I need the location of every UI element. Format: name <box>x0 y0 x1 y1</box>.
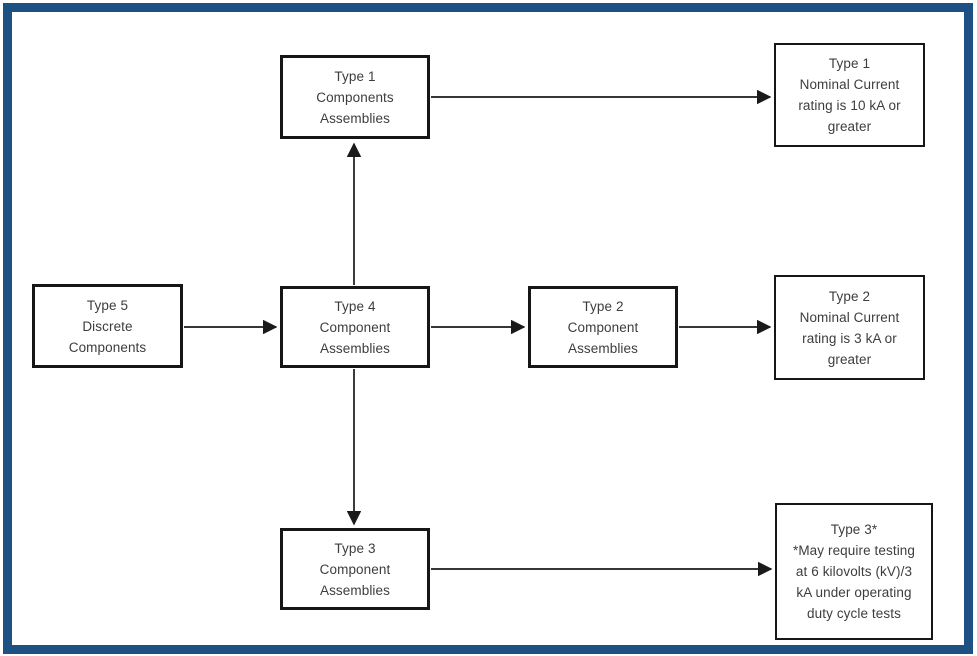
node-type5-discrete-components-label: Type 5 Discrete Components <box>68 297 147 355</box>
node-type1-nominal-current: Type 1 Nominal Current rating is 10 kA o… <box>774 43 925 147</box>
node-type3-testing-note: Type 3* *May require testing at 6 kilovo… <box>775 503 933 640</box>
node-type2-component-assemblies: Type 2 Component Assemblies <box>528 286 678 368</box>
node-type2-component-assemblies-label: Type 2 Component Assemblies <box>567 298 639 356</box>
node-type3-component-assemblies-label: Type 3 Component Assemblies <box>319 540 391 598</box>
node-type4-component-assemblies-label: Type 4 Component Assemblies <box>319 298 391 356</box>
node-type2-nominal-current-label: Type 2 Nominal Current rating is 3 kA or… <box>799 288 900 367</box>
node-type1-nominal-current-label: Type 1 Nominal Current rating is 10 kA o… <box>798 56 901 134</box>
node-type3-testing-note-label: Type 3* *May require testing at 6 kilovo… <box>792 522 916 621</box>
node-type1-components-assemblies: Type 1 Components Assemblies <box>280 55 430 139</box>
node-type5-discrete-components: Type 5 Discrete Components <box>32 284 183 368</box>
node-type1-components-assemblies-label: Type 1 Components Assemblies <box>316 68 394 126</box>
node-type4-component-assemblies: Type 4 Component Assemblies <box>280 286 430 368</box>
node-type2-nominal-current: Type 2 Nominal Current rating is 3 kA or… <box>774 275 925 380</box>
node-type3-component-assemblies: Type 3 Component Assemblies <box>280 528 430 610</box>
